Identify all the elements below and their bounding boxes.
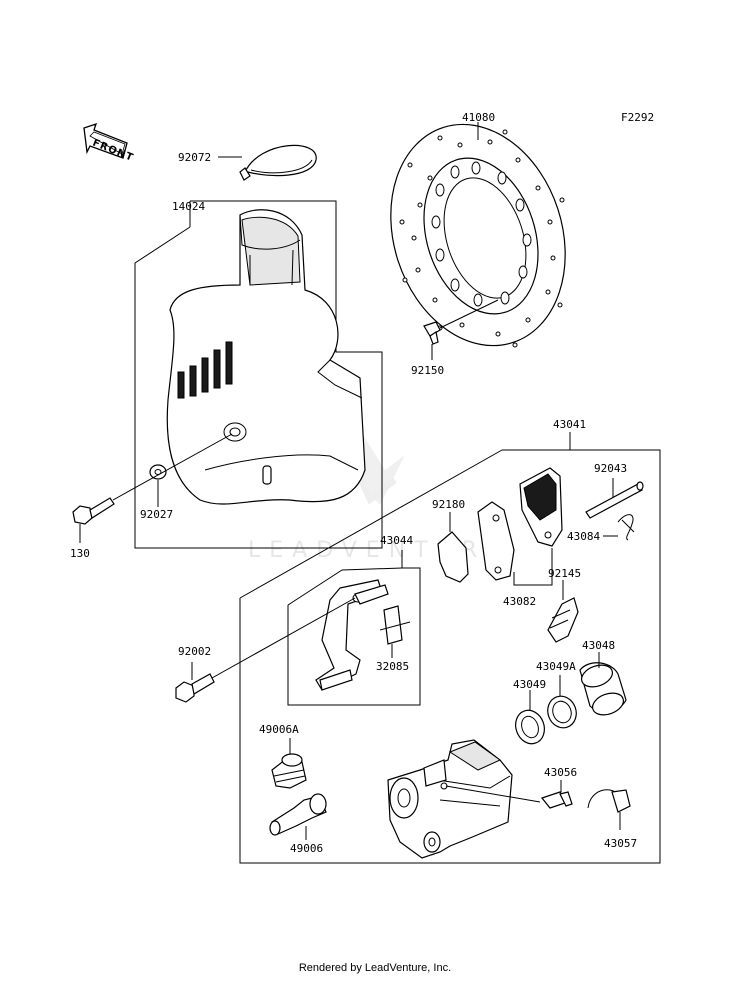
watermark-text: LEADVENTURE xyxy=(248,538,509,563)
label-43049A: 43049A xyxy=(536,660,576,673)
part-43084-clip xyxy=(617,514,635,541)
part-43082-pads xyxy=(477,467,563,581)
label-49006A: 49006A xyxy=(259,723,299,736)
part-41080-disc xyxy=(390,123,566,348)
disc-holes xyxy=(399,129,565,348)
label-92145: 92145 xyxy=(548,567,581,580)
footer-credit: Rendered by LeadVenture, Inc. xyxy=(298,962,452,974)
label-43084: 43084 xyxy=(567,530,600,543)
part-49006-boot xyxy=(269,793,327,836)
part-92145-spring xyxy=(547,597,579,643)
label-41080: 41080 xyxy=(462,111,495,124)
part-92002-bolt xyxy=(175,673,215,703)
label-43044: 43044 xyxy=(380,534,413,547)
part-14024-cover xyxy=(166,209,366,505)
label-92043: 92043 xyxy=(594,462,627,475)
part-43048-piston xyxy=(579,662,627,716)
part-43049-seal xyxy=(515,709,545,745)
label-130: 130 xyxy=(70,547,90,560)
cover-vent-slots xyxy=(177,341,233,399)
label-49006: 49006 xyxy=(290,842,323,855)
label-32085: 32085 xyxy=(376,660,409,673)
part-43056-bleeder xyxy=(540,791,573,809)
part-49006A-boot xyxy=(271,753,307,789)
part-43057-cap xyxy=(587,789,631,813)
part-92043-pin xyxy=(585,481,644,519)
label-92180: 92180 xyxy=(432,498,465,511)
part-130-bolt xyxy=(72,497,115,525)
label-92150: 92150 xyxy=(411,364,444,377)
label-43082: 43082 xyxy=(503,595,536,608)
part-43044-bracket xyxy=(315,579,389,691)
label-43041: 43041 xyxy=(553,418,586,431)
part-92072-band xyxy=(239,144,317,181)
label-14024: 14024 xyxy=(172,200,205,213)
part-92150-bolt xyxy=(423,321,441,345)
label-43057: 43057 xyxy=(604,837,637,850)
part-92180-shim xyxy=(437,531,469,583)
diagram-id: F2292 xyxy=(621,111,654,124)
front-arrow-icon: FRONT xyxy=(83,122,135,164)
label-43056: 43056 xyxy=(544,766,577,779)
label-43049: 43049 xyxy=(513,678,546,691)
part-43049A-seal xyxy=(547,695,577,729)
label-43048: 43048 xyxy=(582,639,615,652)
part-32085-clip xyxy=(379,605,411,645)
part-caliper-body xyxy=(387,739,513,859)
label-92027: 92027 xyxy=(140,508,173,521)
label-92002: 92002 xyxy=(178,645,211,658)
label-92072: 92072 xyxy=(178,151,211,164)
